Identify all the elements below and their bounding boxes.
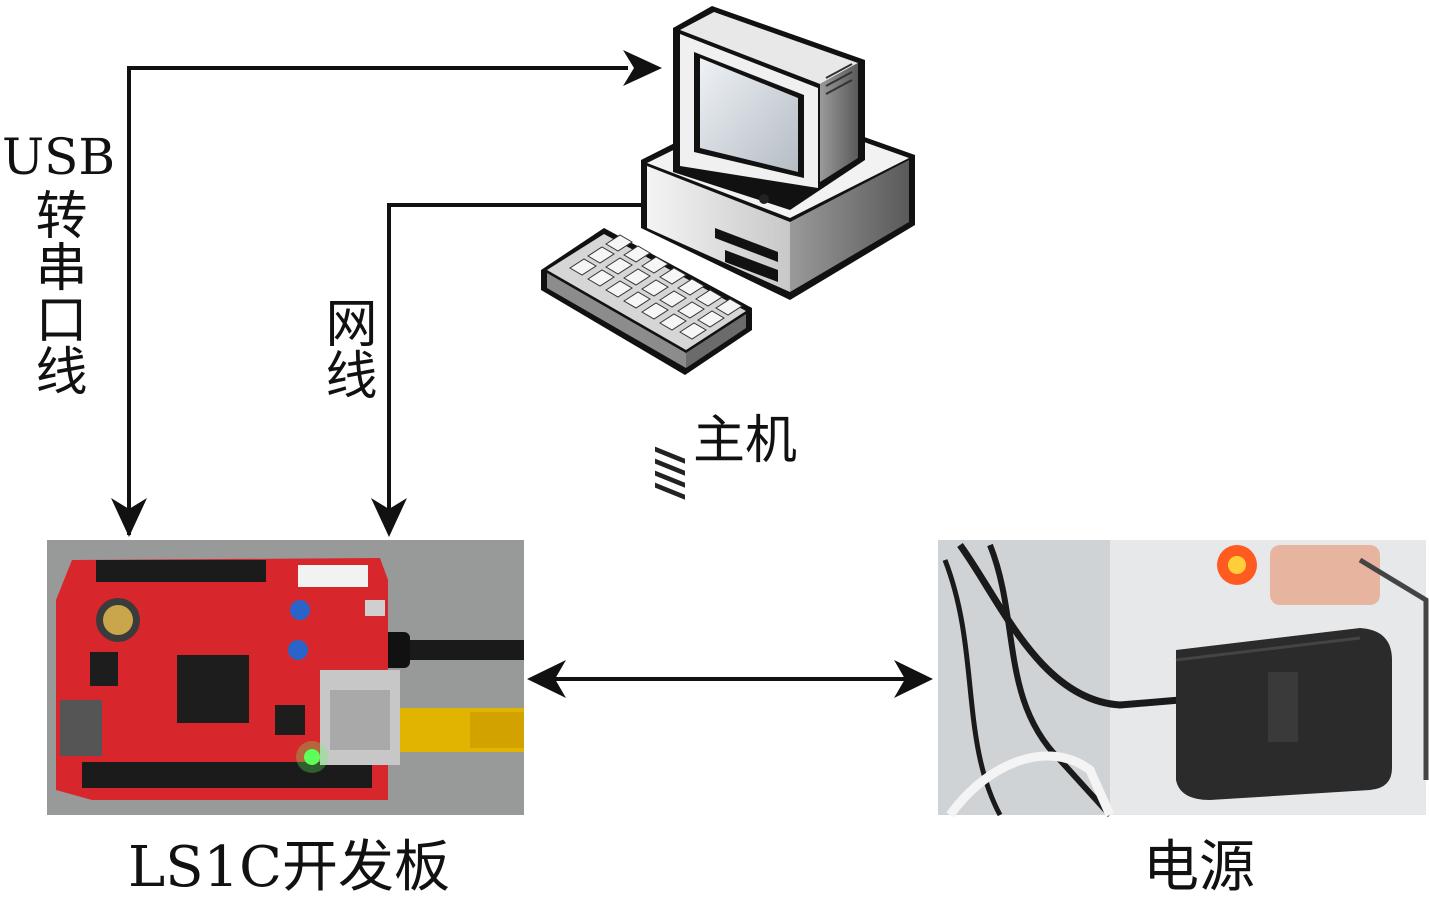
bottom-header [82,762,372,788]
power-label: 电源 [1143,835,1255,900]
top-header [96,560,266,582]
usb-arrow-to-host [623,50,662,86]
network-cable-label: 网线 [316,296,376,400]
network-arrow-to-board [371,498,407,537]
usb-cable-photo [395,640,524,660]
power-arrow-left [527,660,566,698]
usb-serial-connection [111,50,662,537]
usb-arrow-to-board [111,498,147,537]
network-connection [371,203,643,537]
power-arrow-right [894,660,933,698]
board-label: LS1C开发板 [128,835,451,900]
computer-icon [641,6,915,500]
usb-line [127,66,628,535]
host-label: 主机 [693,411,798,471]
power-adapter-photo [938,540,1429,818]
power-connection [527,660,933,698]
keyboard-icon [541,228,752,375]
usb-cable-label: 转串口线 [26,188,86,396]
usb-cable-label-prefix: USB [2,128,116,186]
soc-chip [177,655,249,723]
ls1c-board-photo [47,540,524,815]
network-line [387,203,643,510]
